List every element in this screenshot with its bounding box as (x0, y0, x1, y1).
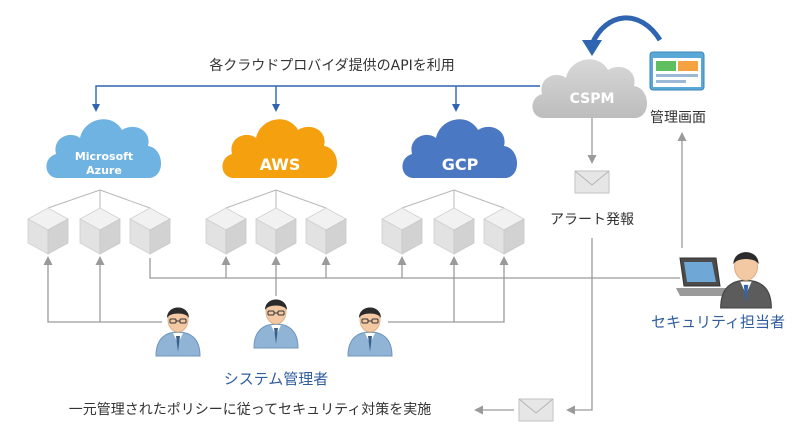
cloud-resource-lines (47, 189, 505, 209)
sysadmin-person-1 (155, 307, 201, 357)
alert-label: アラート発報 (550, 212, 634, 228)
security-staff-label: セキュリティ担当者 (651, 313, 785, 331)
cloud-azure-label-1: Microsoft (75, 150, 133, 163)
cspm-alert-lines (474, 118, 687, 415)
resource-cube (255, 207, 297, 255)
resource-cube (381, 207, 423, 255)
cspm-label: CSPM (570, 91, 615, 107)
management-screen-icon (649, 51, 705, 91)
resource-cube (305, 207, 347, 255)
resource-cube (27, 207, 69, 255)
sysadmin-person-2 (253, 299, 299, 349)
cloud-gcp-label: GCP (442, 155, 479, 174)
policy-label: 一元管理されたポリシーに従ってセキュリティ対策を実施 (69, 401, 431, 418)
management-screen-label: 管理画面 (650, 110, 706, 126)
sysadmin-label: システム管理者 (224, 370, 329, 388)
admin-action-lines (43, 256, 680, 323)
api-label: 各クラウドプロバイダ提供のAPIを利用 (209, 58, 455, 74)
feedback-arrow (589, 15, 663, 46)
policy-envelope-icon (518, 398, 554, 422)
cloud-azure-label-2: Azure (86, 164, 122, 177)
api-connection-lines (92, 85, 540, 112)
laptop-icon (676, 257, 726, 296)
resource-cubes (27, 207, 525, 255)
resource-cube (79, 207, 121, 255)
resource-cube (205, 207, 247, 255)
security-staff-person (720, 252, 772, 309)
alert-envelope-icon (574, 170, 610, 194)
feedback-arrow-head (582, 40, 602, 56)
resource-cube (483, 207, 525, 255)
cloud-aws-label: AWS (260, 155, 301, 174)
sysadmin-person-3 (347, 307, 393, 357)
resource-cube (129, 207, 171, 255)
cspm-cloud (532, 59, 648, 118)
resource-cube (433, 207, 475, 255)
